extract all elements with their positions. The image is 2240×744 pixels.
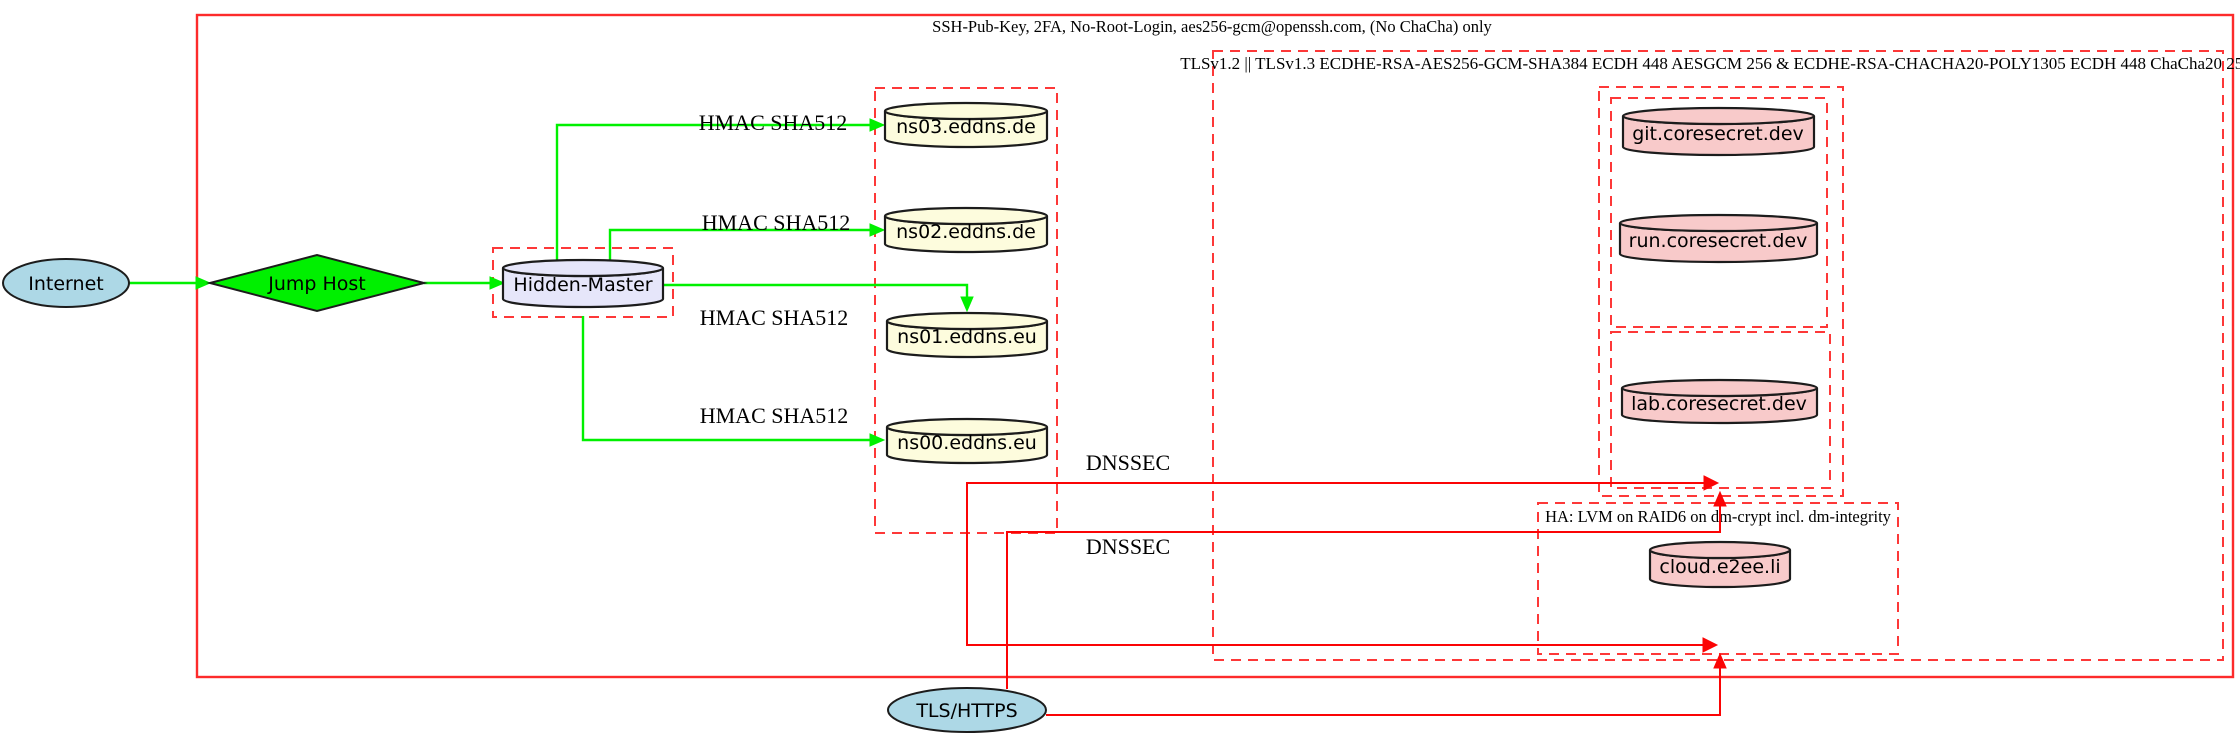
arrowhead bbox=[1703, 475, 1720, 491]
edge-hiddenmaster-ns03 bbox=[555, 118, 886, 261]
jump-host-node: Jump Host bbox=[206, 253, 428, 313]
internet-label: Internet bbox=[28, 273, 103, 295]
git-label: git.coresecret.dev bbox=[1632, 123, 1804, 145]
arrowhead bbox=[1702, 637, 1719, 653]
ssh-zone-title: SSH-Pub-Key, 2FA, No-Root-Login, aes256-… bbox=[932, 17, 1492, 36]
ns00-label: ns00.eddns.eu bbox=[897, 432, 1037, 454]
arrowhead bbox=[195, 276, 212, 290]
edge-label-hmac-ns03: HMAC SHA512 bbox=[699, 110, 848, 135]
ha-zone-title: HA: LVM on RAID6 on dm-crypt incl. dm-in… bbox=[1545, 507, 1892, 526]
lab-label: lab.coresecret.dev bbox=[1631, 393, 1807, 415]
edge-jumphost-hiddenmaster bbox=[424, 276, 506, 290]
edge-label-dnssec-2: DNSSEC bbox=[1086, 534, 1170, 559]
ns02-node: ns02.eddns.de bbox=[883, 206, 1049, 254]
tls-https-label: TLS/HTTPS bbox=[915, 700, 1017, 722]
edge-tls-to-lab bbox=[1006, 490, 1727, 689]
lab-node: lab.coresecret.dev bbox=[1620, 378, 1819, 425]
hidden-master-label: Hidden-Master bbox=[513, 274, 652, 296]
edge-hiddenmaster-ns02 bbox=[608, 223, 886, 261]
internet-node: Internet bbox=[2, 258, 130, 308]
edge-label-hmac-ns02: HMAC SHA512 bbox=[702, 210, 851, 235]
tls-https-node: TLS/HTTPS bbox=[887, 687, 1047, 733]
run-node: run.coresecret.dev bbox=[1618, 213, 1819, 264]
arrowhead bbox=[960, 296, 974, 313]
cloud-label: cloud.e2ee.li bbox=[1659, 556, 1780, 578]
edge-hiddenmaster-ns01 bbox=[663, 283, 974, 313]
ns00-node: ns00.eddns.eu bbox=[885, 417, 1049, 465]
edge-tls-to-ha bbox=[1046, 652, 1727, 716]
arrowhead bbox=[489, 276, 506, 290]
edge-hiddenmaster-ns00 bbox=[581, 316, 886, 447]
ns02-label: ns02.eddns.de bbox=[896, 221, 1036, 243]
coresecret-lab-boundary bbox=[1610, 331, 1831, 489]
coresecret-gitrun-boundary bbox=[1610, 97, 1828, 328]
edge-label-hmac-ns00: HMAC SHA512 bbox=[700, 403, 849, 428]
edge-dnssec-to-ha bbox=[966, 533, 1719, 653]
arrowhead bbox=[869, 223, 886, 237]
nameserver-zone-boundary bbox=[874, 87, 1058, 534]
ns01-node: ns01.eddns.eu bbox=[885, 311, 1049, 359]
run-label: run.coresecret.dev bbox=[1629, 230, 1808, 252]
edge-label-dnssec-1: DNSSEC bbox=[1086, 450, 1170, 475]
git-node: git.coresecret.dev bbox=[1621, 106, 1816, 157]
tls-zone-title: TLSv1.2 || TLSv1.3 ECDHE-RSA-AES256-GCM-… bbox=[1180, 54, 2240, 73]
ssh-zone-boundary bbox=[195, 13, 2235, 679]
ns01-label: ns01.eddns.eu bbox=[897, 326, 1037, 348]
ns03-label: ns03.eddns.de bbox=[896, 116, 1036, 138]
jump-host-label: Jump Host bbox=[267, 273, 366, 295]
cloud-node: cloud.e2ee.li bbox=[1648, 540, 1792, 589]
edge-dnssec-to-lab bbox=[966, 475, 1720, 533]
tls-zone-boundary bbox=[1212, 50, 2224, 661]
arrowhead bbox=[869, 118, 886, 132]
hidden-master-node: Hidden-Master bbox=[501, 258, 665, 309]
ns03-node: ns03.eddns.de bbox=[883, 101, 1049, 149]
edge-internet-jumphost bbox=[129, 276, 212, 290]
edge-label-hmac-ns01: HMAC SHA512 bbox=[700, 305, 849, 330]
arrowhead bbox=[1713, 490, 1727, 507]
arrowhead bbox=[869, 433, 886, 447]
arrowhead bbox=[1713, 652, 1727, 669]
